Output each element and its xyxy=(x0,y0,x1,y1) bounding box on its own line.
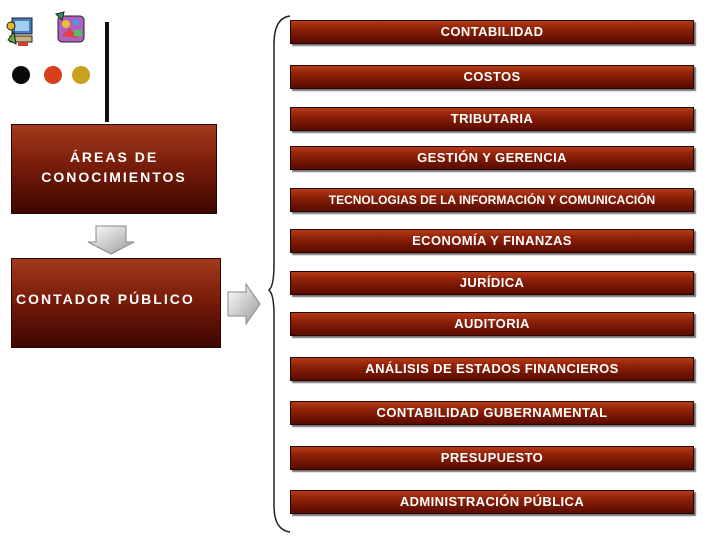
computer-clipart-icon xyxy=(6,17,33,46)
area-item-auditoria: AUDITORIA xyxy=(290,312,694,336)
area-item-contabilidad-gubernamental: CONTABILIDAD GUBERNAMENTAL xyxy=(290,401,694,425)
area-item-tecnologias: TECNOLOGIAS DE LA INFORMACIÓN Y COMUNICA… xyxy=(290,188,694,212)
area-item-costos: COSTOS xyxy=(290,65,694,89)
down-arrow-icon xyxy=(87,225,135,255)
area-item-contabilidad: CONTABILIDAD xyxy=(290,20,694,44)
area-item-tributaria: TRIBUTARIA xyxy=(290,107,694,131)
areas-box-title: ÁREAS DE CONOCIMIENTOS xyxy=(12,147,216,187)
area-item-juridica: JURÍDICA xyxy=(290,271,694,295)
black-dot xyxy=(12,66,30,84)
area-item-presupuesto: PRESUPUESTO xyxy=(290,446,694,470)
curly-brace xyxy=(268,15,291,533)
right-arrow-icon xyxy=(227,282,261,326)
red-dot xyxy=(44,66,62,84)
areas-de-conocimientos-box: ÁREAS DE CONOCIMIENTOS xyxy=(11,124,217,214)
areas-box-line-2: CONOCIMIENTOS xyxy=(41,169,187,185)
area-item-administracion-publica: ADMINISTRACIÓN PÚBLICA xyxy=(290,490,694,514)
area-item-gestion-y-gerencia: GESTIÓN Y GERENCIA xyxy=(290,146,694,170)
colorful-figures-clipart-icon xyxy=(55,11,85,43)
area-item-economia-y-finanzas: ECONOMÍA Y FINANZAS xyxy=(290,229,694,253)
contador-publico-box: CONTADOR PÚBLICO xyxy=(11,258,221,348)
vertical-divider xyxy=(105,22,109,122)
area-item-analisis-estados-financieros: ANÁLISIS DE ESTADOS FINANCIEROS xyxy=(290,357,694,381)
contador-box-label: CONTADOR PÚBLICO xyxy=(16,291,195,307)
gold-dot xyxy=(72,66,90,84)
areas-box-line-1: ÁREAS DE xyxy=(69,149,159,165)
